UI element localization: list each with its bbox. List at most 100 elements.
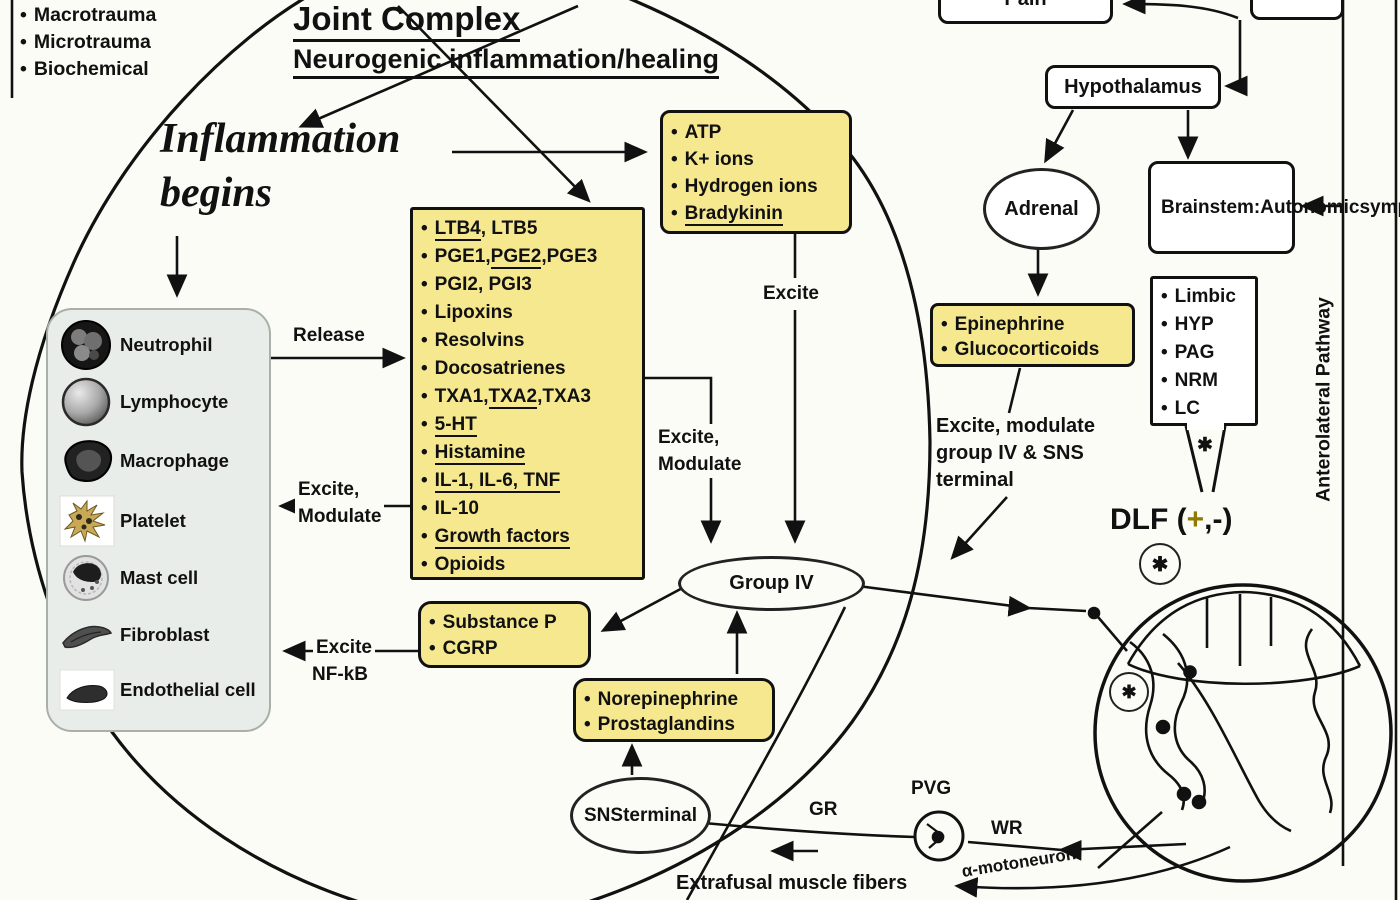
excite-modulate-left-label: Excite,Modulate: [295, 476, 385, 530]
cell-label: Neutrophil: [120, 333, 213, 355]
gr-line: [703, 821, 916, 839]
cell-row-platelet: Platelet: [58, 492, 263, 549]
cell-label: Macrophage: [120, 450, 229, 471]
cell-row-endothelial: Endothelial cell: [58, 663, 263, 717]
pvg-label: PVG: [911, 778, 952, 799]
hypothalamus-box: Hypothalamus: [1045, 65, 1221, 109]
groupiv-to-cord-arrow: [857, 584, 1087, 617]
substance-p-box: •Substance P •CGRP: [418, 601, 591, 668]
funnel-leg-right: [1211, 425, 1227, 493]
list-item: •ATP: [671, 122, 722, 143]
group-iv-label: Group IV: [729, 572, 814, 594]
list-item: •Resolvins: [421, 330, 525, 351]
groupiv-to-substancep-arrow: [600, 583, 689, 632]
group-iv-ellipse: Group IV: [678, 556, 865, 611]
list-item: •Epinephrine: [941, 314, 1065, 335]
dlf-plus: +: [1186, 503, 1205, 536]
list-item: symptoms: [1359, 197, 1400, 218]
list-item: •CGRP: [429, 638, 498, 659]
mast-cell-icon: [63, 554, 109, 601]
cell-label: Platelet: [120, 509, 186, 531]
list-item: •HYP: [1161, 314, 1214, 335]
excite-nfkb-label-2: NF-kB: [312, 664, 368, 685]
title-line1: Joint Complex: [293, 0, 521, 42]
inflammatory-mediators-box: •LTB4, LTB5•PGE1,PGE2,PGE3•PGI2, PGI3•Li…: [410, 207, 645, 580]
list-item: •Substance P: [429, 612, 557, 633]
spinal-cord-circle: [1093, 583, 1393, 883]
list-item: Modulate: [658, 454, 742, 475]
gray-matter-right: [1304, 628, 1333, 814]
endothelial-cell-icon: [59, 669, 115, 711]
cell-label: Mast cell: [120, 566, 199, 588]
list-item: •Microtrauma: [20, 31, 151, 53]
list-item: •PGE1,PGE2,PGE3: [421, 246, 598, 269]
list-item: •Docosatrienes: [421, 358, 566, 379]
list-item: •5-HT: [421, 414, 477, 437]
list-item: •Opioids: [421, 554, 506, 575]
dorsal-column-arc-top: [1126, 590, 1362, 667]
groupiv-peripheral-axon: [685, 606, 847, 900]
mediators-to-groupiv-arrow: [645, 376, 722, 544]
circled-asterisk-icon: ✱: [1139, 543, 1181, 585]
brainstem-box: Brainstem:Autonomicsymptoms: [1148, 161, 1400, 254]
list-item: •Lipoxins: [421, 302, 513, 323]
excite-atp-label: Excite: [760, 283, 822, 305]
list-item: Autonomic: [1260, 197, 1360, 218]
anterolateral-pathway-label: Anterolateral Pathway: [1312, 297, 1335, 502]
feed-to-hypothalamus-arrow: [1224, 20, 1248, 97]
cell-row-fibroblast: Fibroblast: [58, 606, 263, 663]
list-item: •Biochemical: [20, 58, 149, 80]
list-item: •Limbic: [1161, 286, 1236, 307]
pvg-fiber: [926, 823, 945, 849]
synapse-dot: [1191, 794, 1207, 810]
ventral-root-line: [1097, 811, 1163, 869]
list-item: •LTB4, LTB5: [421, 218, 538, 241]
synapse-dot: [1176, 786, 1192, 802]
list-item: •Growth factors: [421, 526, 570, 549]
list-item: •Prostaglandins: [584, 714, 735, 735]
epi-modulate-arrow: [950, 496, 1008, 560]
list-item: •LC: [1161, 398, 1200, 419]
gray-matter-left-b: [1162, 632, 1206, 807]
cell-row-macrophage: Macrophage: [58, 430, 263, 492]
list-item: group IV & SNS: [936, 442, 1084, 464]
joint-complex-oval: [20, 0, 932, 900]
list-item: •Macrotrauma: [20, 4, 157, 26]
list-item: •Glucocorticoids: [941, 339, 1100, 360]
list-item: terminal: [936, 469, 1014, 491]
synapse-dot: [1155, 719, 1171, 735]
adrenal-ellipse: Adrenal: [983, 168, 1100, 250]
epi-box-connector: [1007, 367, 1022, 414]
hypothalamus-label: Hypothalamus: [1064, 75, 1202, 98]
inflammation-begins-label: Inflammation begins: [160, 116, 401, 216]
cell-row-neutrophil: Neutrophil: [58, 316, 263, 373]
circled-asterisk-icon: ✱: [1109, 672, 1149, 712]
release-label: Release: [293, 325, 365, 346]
cell-row-lymphocyte: Lymphocyte: [58, 373, 263, 430]
list-item: Excite, modulate: [936, 415, 1095, 437]
norepinephrine-box: •Norepinephrine•Prostaglandins: [573, 678, 775, 742]
list-item: •K+ ions: [671, 149, 754, 170]
lymphocyte-icon: [61, 377, 111, 426]
pain-label: Pain: [1004, 0, 1046, 11]
top-right-box: [1250, 0, 1344, 20]
cell-label: Lymphocyte: [120, 390, 229, 412]
excite-modulate-mid-label: Excite, Modulate: [655, 424, 745, 478]
list-item: •TXA1,TXA2,TXA3: [421, 386, 591, 409]
cell-label: Fibroblast: [120, 623, 210, 645]
motoneuron-axon: [954, 845, 1231, 898]
list-item: •IL-10: [421, 498, 480, 519]
descending-fiber-in-cord: [1177, 662, 1292, 833]
hypo-to-adrenal-arrow: [1044, 109, 1075, 164]
list-item: Excite,: [658, 427, 720, 448]
feed-to-pain-arrow: [1122, 0, 1239, 20]
dorsal-column-arc-bottom: [1127, 662, 1361, 686]
list-item: •Hydrogen ions: [671, 176, 818, 197]
inflammatory-cells-panel: Neutrophil Lymphocyte Macrophage: [46, 308, 271, 732]
funnel-leg-left: [1184, 425, 1204, 493]
title-line2: Neurogenic inflammation/healing: [293, 44, 720, 79]
dlf-label: DLF (+,-): [1110, 503, 1233, 536]
gr-label: GR: [809, 799, 838, 820]
